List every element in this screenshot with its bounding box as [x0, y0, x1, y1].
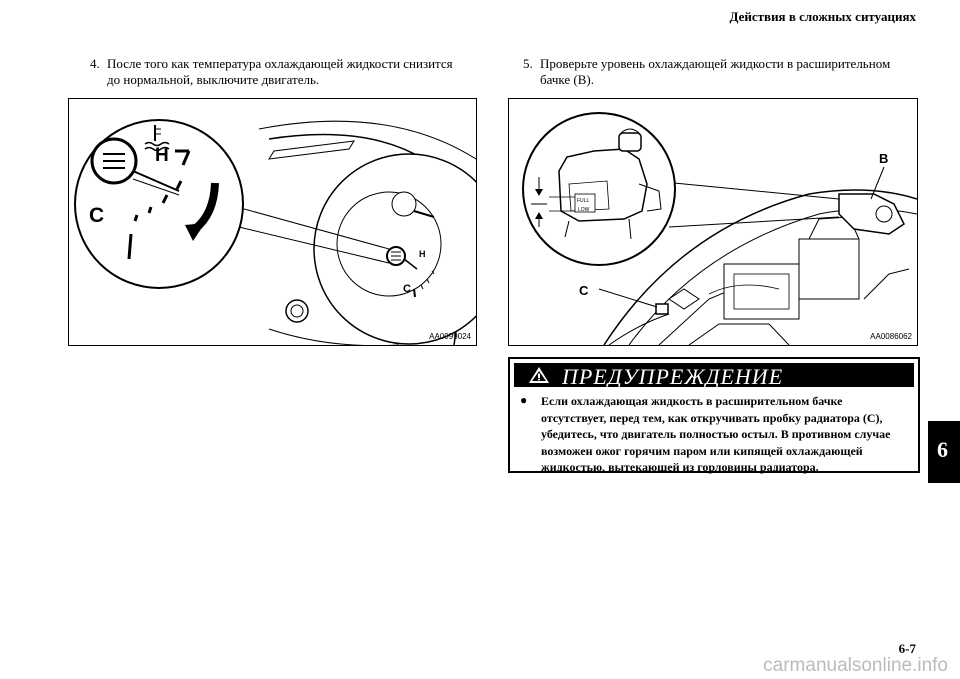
engine-bay-illustration: C B FULL LOW — [522, 112, 917, 345]
reservoir-label: B — [879, 151, 888, 166]
engine-bay-figure: C B FULL LOW AA0086062 — [508, 98, 918, 346]
step-line: до нормальной, выключите двигатель. — [107, 72, 320, 87]
step-5: 5. Проверьте уровень охлаждающей жидкост… — [523, 56, 923, 90]
warning-line: возможен ожог горячим паром или кипящей … — [541, 443, 863, 458]
gauge-hot-label: H — [419, 249, 426, 259]
step-number: 4. — [90, 56, 100, 71]
chapter-number: 6 — [937, 437, 948, 462]
warning-line: Если охлаждающая жидкость в расширительн… — [541, 394, 843, 408]
low-mark: LOW — [578, 207, 590, 213]
watermark: carmanualsonline.info — [763, 655, 948, 676]
gauge-cold-label: C — [403, 283, 411, 295]
step-text: После того как температура охлаждающей ж… — [107, 56, 453, 88]
warning-title: ПРЕДУПРЕЖДЕНИЕ — [562, 364, 784, 389]
zoom-hot-label: H — [155, 145, 169, 166]
step-text: Проверьте уровень охлаждающей жидкости в… — [540, 56, 890, 88]
figure-code: AA0099024 — [429, 332, 471, 341]
warning-triangle-icon — [529, 367, 549, 383]
warning-header: ПРЕДУПРЕЖДЕНИЕ — [514, 363, 914, 389]
cap-label: C — [579, 283, 589, 298]
figure-code: AA0086062 — [870, 332, 912, 341]
bullet-icon: ● — [520, 393, 528, 407]
warning-line: жидкостью, вытекающей из горловины радиа… — [541, 460, 819, 474]
zoom-cold-label: C — [89, 204, 104, 227]
step-4: 4. После того как температура охлаждающе… — [90, 56, 500, 90]
warning-box: ПРЕДУПРЕЖДЕНИЕ ● Если охлаждающая жидкос… — [508, 357, 920, 476]
page-number: 6-7 — [898, 641, 916, 656]
chapter-tab: 6 — [928, 421, 960, 483]
section-header: Действия в сложных ситуациях — [729, 9, 916, 24]
warning-line: убедитесь, что двигатель полностью остыл… — [541, 427, 891, 441]
step-line: бачке (B). — [540, 72, 594, 87]
warning-text: Если охлаждающая жидкость в расширительн… — [541, 393, 916, 476]
step-line: После того как температура охлаждающей ж… — [107, 56, 453, 71]
warning-line: отсутствует, перед тем, как откручивать … — [541, 410, 883, 425]
step-line: Проверьте уровень охлаждающей жидкости в… — [540, 56, 891, 71]
full-mark: FULL — [577, 198, 589, 204]
temperature-gauge-figure: C H H C — [68, 98, 477, 346]
gauge-illustration: C H H C — [74, 119, 476, 345]
step-number: 5. — [523, 56, 533, 71]
